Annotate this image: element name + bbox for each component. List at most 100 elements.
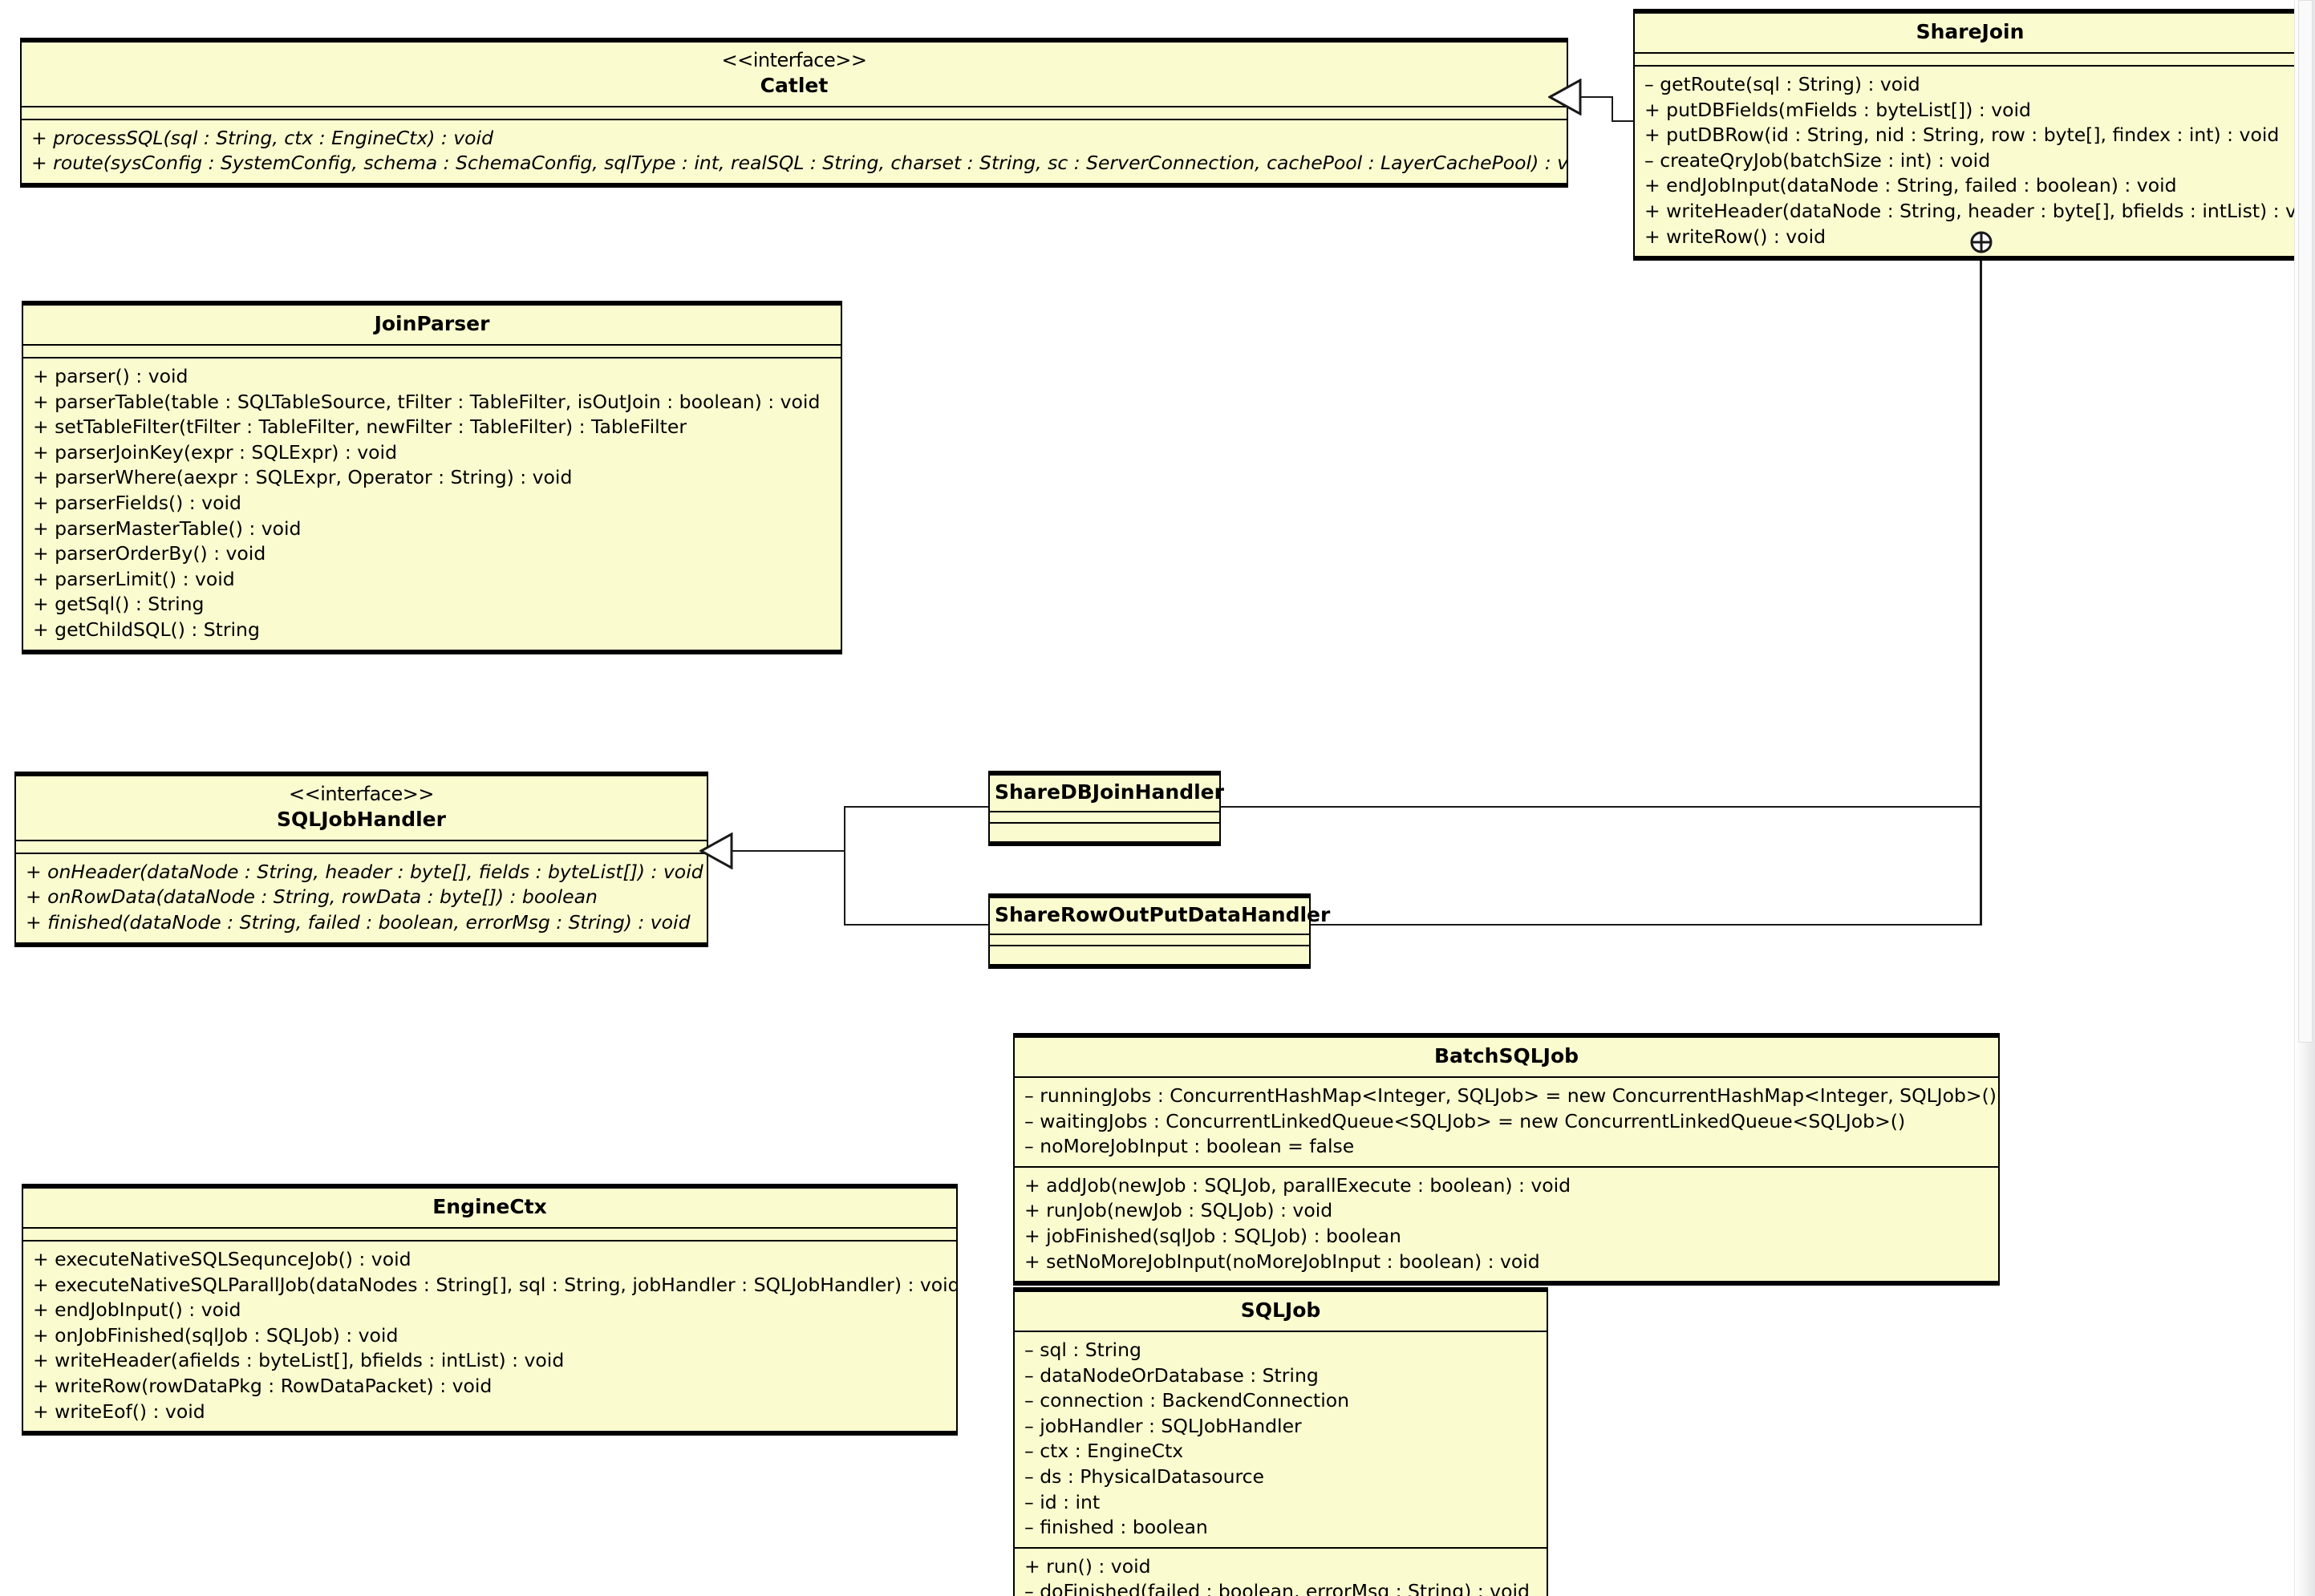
member-row: – doFinished(failed : boolean, errorMsg …: [1024, 1580, 1530, 1596]
connector-sharejoin-to-catlet-h2: [1574, 96, 1613, 98]
member-row: + parserWhere(aexpr : SQLExpr, Operator …: [33, 466, 573, 489]
class-separator: [990, 822, 1219, 824]
class-separator: [990, 934, 1309, 935]
member-row: – runningJobs : ConcurrentHashMap<Intege…: [1024, 1084, 1997, 1107]
class-methods-sqljobhandler: + onHeader(dataNode : String, header : b…: [16, 854, 707, 942]
member-row: + writeRow() : void: [1644, 225, 1826, 248]
class-header-enginectx: EngineCtx: [23, 1189, 956, 1227]
member-row: + onRowData(dataNode : String, rowData :…: [26, 885, 598, 909]
member-row: + addJob(newJob : SQLJob, parallExecute …: [1024, 1173, 1571, 1197]
connector-handlers-tree-spine: [844, 806, 845, 926]
class-methods-sharedbjoinhandler: [990, 824, 1219, 841]
class-separator: [22, 105, 1567, 107]
class-separator: [990, 945, 1309, 946]
class-separator: [1635, 65, 2315, 67]
class-separator: [23, 1240, 956, 1242]
class-attributes-enginectx: [23, 1229, 956, 1240]
member-row: + setTableFilter(tFilter : TableFilter, …: [33, 415, 687, 439]
member-row: + putDBRow(id : String, nid : String, ro…: [1644, 124, 2280, 147]
class-box-sharejoin[interactable]: ShareJoin – getRoute(sql : String) : voi…: [1633, 9, 2315, 261]
class-name-sharedbjoinhandler: ShareDBJoinHandler: [995, 780, 1224, 804]
class-name-catlet: Catlet: [760, 73, 829, 97]
connector-handlers-tree-stem: [724, 850, 845, 852]
class-attributes-sharedbjoinhandler: [990, 812, 1219, 822]
member-row: + writeHeader(afields : byteList[], bfie…: [33, 1349, 565, 1372]
class-stereotype-catlet: <<interface>>: [721, 49, 867, 71]
realization-arrowhead-catlet: [1548, 79, 1582, 115]
class-name-sharejoin: ShareJoin: [1916, 20, 2025, 43]
member-row: + runJob(newJob : SQLJob) : void: [1024, 1199, 1333, 1222]
member-row: + executeNativeSQLParallJob(dataNodes : …: [33, 1273, 956, 1296]
class-box-sqljob[interactable]: SQLJob – sql : String – dataNodeOrDataba…: [1013, 1287, 1548, 1596]
class-attributes-catlet: [22, 107, 1567, 119]
member-row: + onJobFinished(sqlJob : SQLJob) : void: [33, 1323, 399, 1347]
class-separator: [16, 839, 707, 841]
realization-arrowhead-sqljobhandler: [699, 832, 733, 869]
member-row: + writeEof() : void: [33, 1400, 205, 1423]
class-box-enginectx[interactable]: EngineCtx + executeNativeSQLSequnceJob()…: [22, 1184, 958, 1436]
class-attributes-batchsqljob: – runningJobs : ConcurrentHashMap<Intege…: [1015, 1078, 1998, 1166]
member-row: – jobHandler : SQLJobHandler: [1024, 1414, 1302, 1437]
nested-class-circle-icon: [1970, 231, 1993, 253]
class-separator: [1015, 1076, 1998, 1078]
member-row: – getRoute(sql : String) : void: [1644, 73, 1920, 95]
vertical-scrollbar[interactable]: [2294, 0, 2315, 1596]
class-attributes-joinparser: [23, 346, 841, 357]
connector-sharejoin-to-sharerowoutputdatahandler: [1311, 924, 1981, 926]
class-header-sharedbjoinhandler: ShareDBJoinHandler: [990, 776, 1224, 811]
class-box-sharedbjoinhandler[interactable]: ShareDBJoinHandler: [988, 771, 1224, 846]
member-row: – ctx : EngineCtx: [1024, 1440, 1184, 1463]
class-separator: [16, 852, 707, 854]
member-row: + getSql() : String: [33, 593, 205, 616]
class-box-catlet[interactable]: <<interface>> Catlet + processSQL(sql : …: [20, 38, 1568, 188]
connector-handlers-tree-top: [844, 806, 992, 808]
class-methods-catlet: + processSQL(sql : String, ctx : EngineC…: [22, 120, 1567, 183]
member-row: + processSQL(sql : String, ctx : EngineC…: [31, 126, 494, 149]
class-name-enginectx: EngineCtx: [432, 1195, 547, 1218]
class-header-sqljobhandler: <<interface>> SQLJobHandler: [16, 776, 707, 840]
member-row: + executeNativeSQLSequnceJob() : void: [33, 1248, 412, 1270]
member-row: – id : int: [1024, 1490, 1101, 1513]
class-name-sqljob: SQLJob: [1240, 1298, 1321, 1322]
class-header-batchsqljob: BatchSQLJob: [1015, 1038, 1998, 1076]
member-row: – connection : BackendConnection: [1024, 1389, 1350, 1412]
class-box-batchsqljob[interactable]: BatchSQLJob – runningJobs : ConcurrentHa…: [1013, 1033, 2000, 1286]
member-row: + parserJoinKey(expr : SQLExpr) : void: [33, 440, 397, 464]
member-row: + writeRow(rowDataPkg : RowDataPacket) :…: [33, 1374, 493, 1397]
class-box-sqljobhandler[interactable]: <<interface>> SQLJobHandler + onHeader(d…: [14, 772, 708, 947]
member-row: + run() : void: [1024, 1554, 1151, 1578]
class-name-sharerowoutputdatahandler: ShareRowOutPutDataHandler: [995, 903, 1331, 926]
class-attributes-sharerowoutputdatahandler: [990, 935, 1309, 945]
class-methods-sharejoin: – getRoute(sql : String) : void + putDBF…: [1635, 67, 2315, 256]
class-separator: [1015, 1546, 1547, 1549]
member-row: + jobFinished(sqlJob : SQLJob) : boolean: [1024, 1224, 1401, 1247]
class-header-catlet: <<interface>> Catlet: [22, 43, 1567, 106]
connector-sharejoin-to-catlet-v: [1612, 96, 1613, 122]
member-row: – finished : boolean: [1024, 1516, 1208, 1539]
member-row: + route(sysConfig : SystemConfig, schema…: [31, 152, 1567, 175]
member-row: – sql : String: [1024, 1339, 1141, 1361]
scrollbar-thumb[interactable]: [2298, 0, 2313, 1043]
member-row: + parserFields() : void: [33, 491, 241, 514]
member-row: + putDBFields(mFields : byteList[]) : vo…: [1644, 98, 2031, 121]
class-header-sharejoin: ShareJoin: [1635, 14, 2315, 52]
member-row: + onHeader(dataNode : String, header : b…: [26, 860, 703, 883]
class-header-joinparser: JoinParser: [23, 306, 841, 344]
class-header-sharerowoutputdatahandler: ShareRowOutPutDataHandler: [990, 898, 1331, 934]
member-row: – dataNodeOrDatabase : String: [1024, 1363, 1319, 1387]
class-separator: [1635, 52, 2315, 54]
class-box-sharerowoutputdatahandler[interactable]: ShareRowOutPutDataHandler: [988, 893, 1331, 969]
class-methods-sharerowoutputdatahandler: [990, 946, 1309, 964]
class-separator: [23, 1227, 956, 1229]
member-row: + setNoMoreJobInput(noMoreJobInput : boo…: [1024, 1250, 1540, 1273]
member-row: + finished(dataNode : String, failed : b…: [26, 910, 691, 934]
class-box-joinparser[interactable]: JoinParser + parser() : void + parserTab…: [22, 301, 842, 654]
member-row: + parserMasterTable() : void: [33, 516, 302, 540]
class-methods-batchsqljob: + addJob(newJob : SQLJob, parallExecute …: [1015, 1168, 1998, 1281]
member-row: + writeHeader(dataNode : String, header …: [1644, 199, 2315, 222]
class-methods-joinparser: + parser() : void + parserTable(table : …: [23, 358, 841, 650]
member-row: – noMoreJobInput : boolean = false: [1024, 1135, 1355, 1158]
connector-sharejoin-nested-drop: [1980, 241, 1982, 926]
class-separator: [1015, 1165, 1998, 1168]
